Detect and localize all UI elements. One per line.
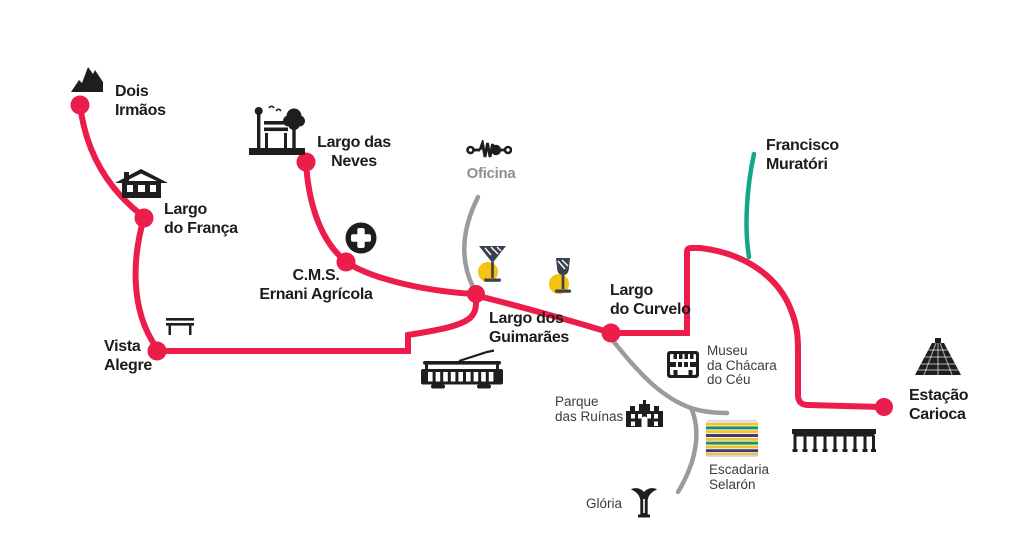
label-line: Parque (555, 394, 599, 409)
label-line: Largo dos (489, 310, 564, 327)
label-line: Selarón (709, 476, 756, 492)
label-line: Dois (115, 83, 149, 100)
largo-do-franca-label: Largo do França (164, 200, 238, 238)
largo-do-curvelo-label: Largo do Curvelo (610, 281, 691, 319)
label-line: Guimarães (489, 329, 570, 346)
museu-chacara-do-ceu-label: Museu da Chácara do Céu (707, 343, 777, 388)
label-line: Glória (585, 496, 622, 511)
vista-alegre-label: Vista Alegre (104, 337, 152, 375)
label-line: da Chácara (707, 357, 777, 373)
oficina-label: Oficina (450, 164, 532, 183)
martini-glass-icon (477, 244, 507, 289)
house-icon (115, 167, 168, 203)
label-line: das Ruínas (555, 408, 624, 424)
route-segment-curvelo-carioca (610, 245, 884, 410)
label-line: C.M.S. (292, 267, 340, 284)
station-dot-vista-alegre[interactable] (147, 341, 167, 361)
station-dot-largo-do-curvelo[interactable] (601, 323, 621, 343)
largo-dos-guimaraes-label: Largo dos Guimarães (489, 309, 569, 347)
label-line: Carioca (909, 406, 966, 423)
station-dot-dois-irmaos[interactable] (70, 95, 90, 115)
station-dot-largo-do-franca[interactable] (134, 208, 154, 228)
gloria-label: Glória (556, 496, 622, 512)
escadaria-selaron-label: Escadaria Selarón (709, 462, 770, 492)
parque-das-ruinas-label: Parque das Ruínas (555, 394, 624, 424)
label-line: Estação (909, 387, 969, 404)
aqueduct-icon (792, 428, 876, 458)
label-line: Alegre (104, 357, 152, 374)
route-segment-guimaraes-curvelo (475, 293, 611, 335)
route-segment-doisirmaos-franca (77, 102, 142, 216)
label-line: Largo das (317, 134, 391, 151)
route-segment-vistaalegre-guimaraes (154, 300, 479, 354)
label-line: Francisco (766, 137, 839, 154)
tram-icon (421, 349, 503, 394)
label-line: Largo (164, 201, 207, 218)
branch-gloria (675, 405, 699, 495)
francisco-muratori-label: Francisco Muratóri (766, 136, 839, 174)
largo-das-neves-label: Largo das Neves (312, 133, 396, 171)
label-line: do França (164, 220, 238, 237)
label-line: Ernani Agrícola (259, 286, 373, 303)
station-dot-largo-dos-guimaraes[interactable] (467, 285, 485, 303)
station-dot-estacao-carioca[interactable] (875, 398, 893, 416)
machine-part-icon (466, 137, 513, 165)
tiled-steps-icon (706, 420, 758, 462)
route-segment-neves-cms (303, 159, 346, 262)
wine-glass-icon (547, 256, 577, 303)
dois-irmaos-label: Dois Irmãos (115, 82, 166, 120)
mountain-icon (70, 65, 104, 98)
label-line: Irmãos (115, 102, 166, 119)
station-dot-largo-das-neves[interactable] (296, 152, 316, 172)
route-segment-franca-vistaalegre (132, 215, 159, 350)
label-line: do Céu (707, 372, 751, 387)
label-line: Museu (707, 343, 748, 358)
teal-line-francisco-muratori (744, 151, 757, 260)
estacao-carioca-label: Estação Carioca (909, 386, 969, 424)
cms-ernani-agricola-label: C.M.S. Ernani Agrícola (254, 266, 378, 304)
ruins-icon (626, 400, 663, 432)
square-bench-tree-icon (249, 102, 305, 161)
label-line: do Curvelo (610, 301, 691, 318)
label-line: Oficina (466, 165, 516, 182)
bench-icon (165, 318, 195, 340)
label-line: Escadaria (709, 462, 770, 477)
monument-icon (630, 487, 658, 523)
museum-facade-icon (667, 351, 699, 383)
label-line: Largo (610, 282, 653, 299)
cathedral-icon (913, 338, 963, 382)
label-line: Vista (104, 338, 141, 355)
station-dot-cms-ernani-agricola[interactable] (336, 252, 356, 272)
label-line: Neves (331, 153, 377, 170)
branch-curvelo-escadaria (611, 339, 730, 416)
route-segment-cms-guimaraes (343, 259, 477, 297)
label-line: Muratóri (766, 156, 828, 173)
medical-cross-icon (345, 222, 377, 259)
branch-oficina (462, 194, 481, 290)
